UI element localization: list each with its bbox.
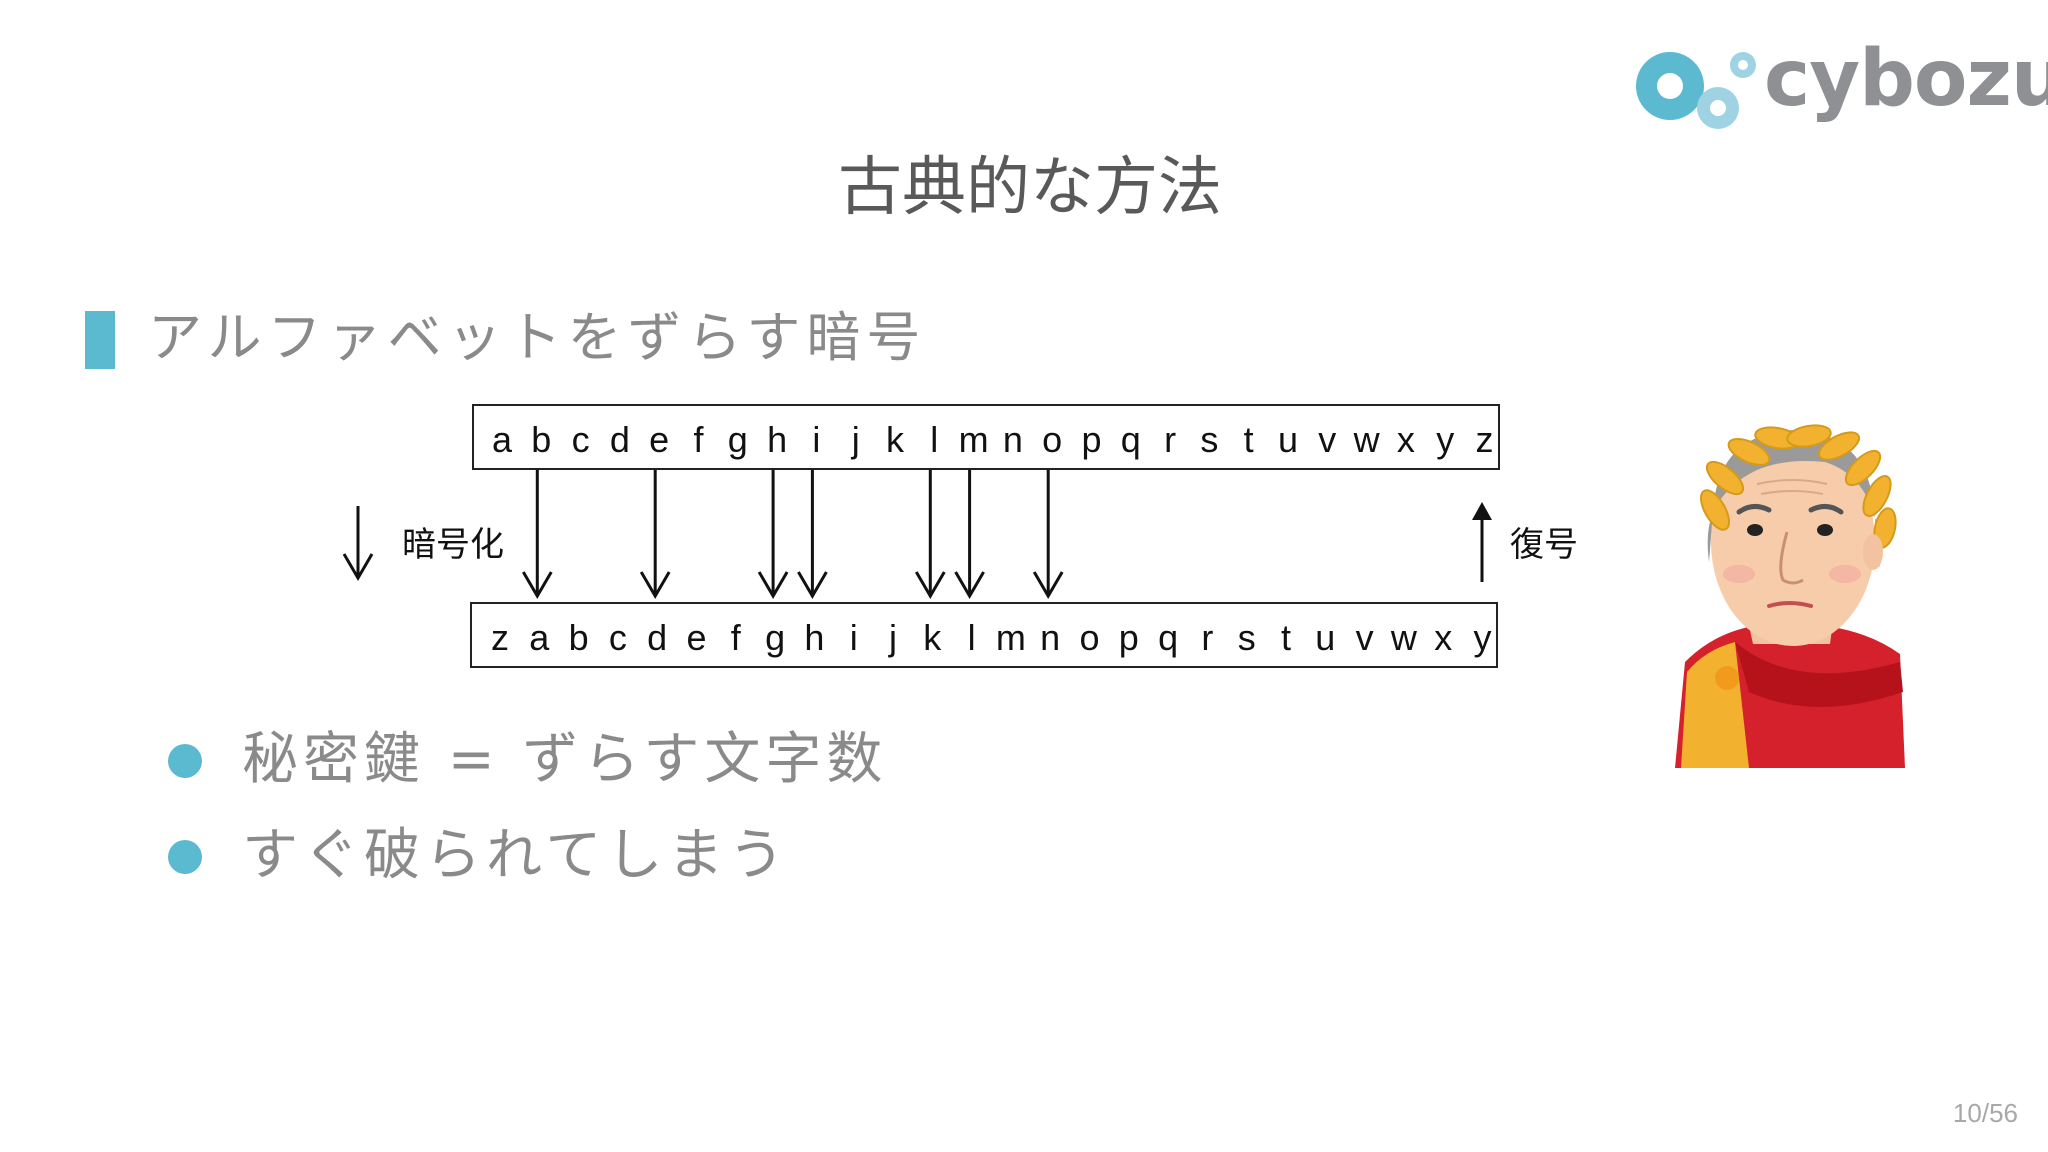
page-number: 10/56	[1952, 1098, 2018, 1128]
cipher-letter: z	[491, 617, 509, 658]
cipher-letter: j	[889, 617, 897, 658]
plain-letter: l	[930, 419, 939, 460]
plain-letter: h	[767, 419, 788, 460]
plain-letter: s	[1200, 419, 1219, 460]
mapping-arrow	[1032, 470, 1064, 599]
cipher-letter: s	[1237, 617, 1256, 658]
mapping-arrow	[797, 470, 828, 599]
plain-letter: q	[1120, 419, 1141, 460]
plain-letter: c	[571, 419, 590, 460]
plain-letter: x	[1396, 419, 1415, 460]
encrypt-label: 暗号化	[402, 525, 504, 565]
plain-letter: e	[649, 419, 670, 460]
cipher-letter: c	[608, 617, 627, 658]
mapping-arrow	[639, 470, 671, 599]
cipher-letter: r	[1201, 617, 1214, 658]
plain-letter: u	[1277, 419, 1299, 460]
cipher-letter: u	[1315, 617, 1336, 658]
plain-letter: n	[1002, 419, 1023, 460]
cipher-letter: a	[529, 617, 550, 658]
plain-letter: d	[609, 419, 630, 460]
plain-letter: t	[1243, 419, 1254, 460]
plain-letter: a	[491, 419, 513, 460]
plain-letter: o	[1042, 419, 1063, 460]
plain-letter: v	[1318, 419, 1337, 460]
cipher-letter: e	[686, 617, 707, 658]
plain-letter: p	[1081, 419, 1102, 460]
decrypt-label: 復号	[1510, 525, 1578, 565]
cipher-letter: m	[995, 617, 1026, 658]
julius-caesar-portrait-icon	[1675, 424, 1905, 768]
cipher-letter: v	[1355, 617, 1374, 658]
plain-letter: f	[693, 419, 704, 460]
cipher-letter: x	[1434, 617, 1453, 658]
bullet-dot	[168, 744, 202, 778]
mapping-arrows	[342, 470, 1492, 599]
cipher-letter: k	[923, 617, 942, 658]
cipher-letter: p	[1118, 617, 1139, 658]
cybozu-logo-icon	[1636, 52, 1756, 129]
plain-letter: k	[886, 419, 904, 460]
plain-letter: m	[958, 419, 989, 460]
cipher-letter: l	[967, 617, 976, 658]
cipher-letter: g	[765, 617, 786, 658]
section-heading: アルファベットをずらす暗号	[148, 306, 927, 369]
plain-letter: g	[727, 419, 748, 460]
cipher-letter: f	[730, 617, 741, 658]
decrypt-arrow	[1472, 502, 1492, 582]
plain-letter: z	[1475, 419, 1494, 460]
plain-letter: r	[1164, 419, 1177, 460]
plain-letter: b	[531, 419, 552, 460]
encrypt-arrow	[342, 506, 374, 581]
bullet-dot	[168, 840, 202, 874]
cipher-letter: w	[1390, 617, 1417, 658]
bullet-text: すぐ破られてしまう	[242, 823, 790, 888]
plaintext-box	[472, 404, 1500, 470]
bullet-text: 秘密鍵 = ずらす文字数	[242, 727, 888, 792]
cipher-letter: q	[1158, 617, 1179, 658]
cipher-letter: o	[1079, 617, 1100, 658]
ciphertext-box	[470, 602, 1498, 668]
cipher-letter: t	[1280, 617, 1292, 658]
cipher-letter: b	[568, 617, 589, 658]
plain-letter: j	[851, 419, 860, 460]
cipher-letter: d	[647, 617, 668, 658]
mapping-arrow	[757, 470, 789, 599]
section-accent-bar	[85, 311, 115, 369]
cipher-letter: i	[849, 617, 858, 658]
plain-letter: i	[812, 419, 821, 460]
plain-letter: y	[1436, 419, 1455, 460]
cybozu-logo-text: cybozu	[1764, 34, 2048, 124]
cipher-letter: h	[804, 617, 825, 658]
slide-title: 古典的な方法	[838, 151, 1222, 225]
mapping-arrow	[954, 470, 985, 599]
mapping-arrow	[915, 470, 946, 599]
cybozu-logo: cybozu	[1636, 40, 2048, 138]
cipher-letter: n	[1040, 617, 1061, 658]
plain-letter: w	[1353, 419, 1380, 460]
cipher-letter: y	[1473, 617, 1492, 658]
mapping-arrow	[522, 470, 553, 599]
